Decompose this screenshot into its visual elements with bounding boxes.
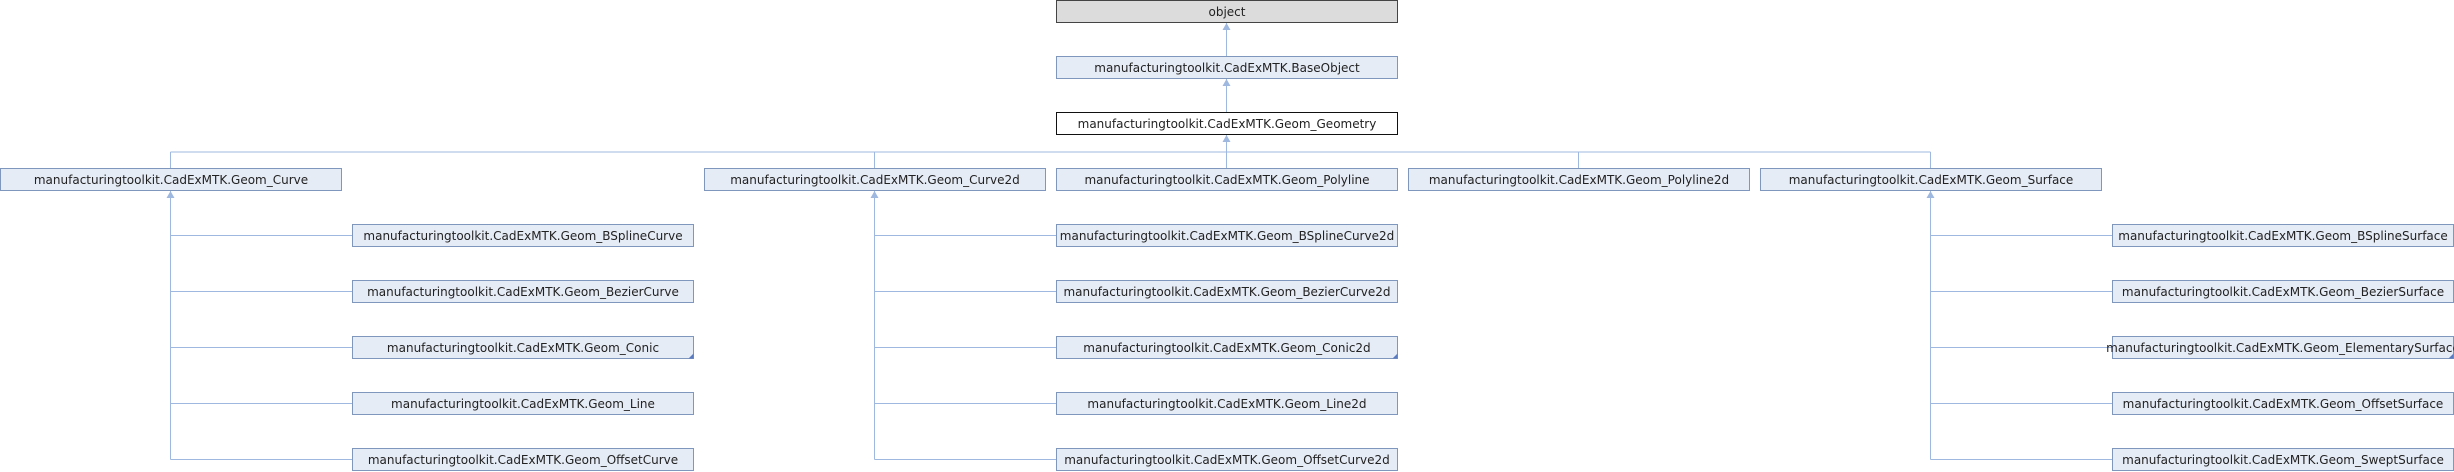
more-subclasses-marker <box>2448 353 2454 359</box>
class-node-geom-polyline2d[interactable]: manufacturingtoolkit.CadExMTK.Geom_Polyl… <box>1408 168 1750 191</box>
class-node-label: manufacturingtoolkit.CadExMTK.Geom_BSpli… <box>363 229 682 243</box>
class-node-geom-sweptsurface[interactable]: manufacturingtoolkit.CadExMTK.Geom_Swept… <box>2112 448 2454 471</box>
class-node-label: manufacturingtoolkit.CadExMTK.Geom_Conic <box>387 341 659 355</box>
class-node-box <box>1760 168 2102 191</box>
class-node-box <box>0 168 342 191</box>
class-node-label: manufacturingtoolkit.CadExMTK.Geom_Geome… <box>1078 117 1377 131</box>
class-node-geom-elementarysurface[interactable]: manufacturingtoolkit.CadExMTK.Geom_Eleme… <box>2106 336 2454 359</box>
class-node-label: manufacturingtoolkit.CadExMTK.Geom_Polyl… <box>1429 173 1729 187</box>
class-node-label: manufacturingtoolkit.CadExMTK.Geom_Eleme… <box>2106 341 2454 355</box>
class-node-label: manufacturingtoolkit.CadExMTK.Geom_BSpli… <box>2118 229 2448 243</box>
more-subclasses-marker <box>688 353 694 359</box>
class-node-box <box>1056 448 1398 471</box>
class-node-geom-bsplinecurve2d[interactable]: manufacturingtoolkit.CadExMTK.Geom_BSpli… <box>1056 224 1398 247</box>
class-node-geom-beziercurve[interactable]: manufacturingtoolkit.CadExMTK.Geom_Bezie… <box>352 280 694 303</box>
class-node-base-object[interactable]: manufacturingtoolkit.CadExMTK.BaseObject <box>1056 56 1398 79</box>
class-node-geom-surface[interactable]: manufacturingtoolkit.CadExMTK.Geom_Surfa… <box>1760 168 2102 191</box>
class-node-box <box>1056 0 1398 23</box>
edge-arrow-geom_curve2d <box>870 191 879 198</box>
class-node-geom-offsetsurface[interactable]: manufacturingtoolkit.CadExMTK.Geom_Offse… <box>2112 392 2454 415</box>
class-node-box <box>1056 112 1398 135</box>
class-node-label: manufacturingtoolkit.CadExMTK.BaseObject <box>1094 61 1360 75</box>
class-node-label: manufacturingtoolkit.CadExMTK.Geom_BSpli… <box>1060 229 1394 243</box>
class-node-label: manufacturingtoolkit.CadExMTK.Geom_Line <box>391 397 655 411</box>
class-node-object[interactable]: object <box>1056 0 1398 23</box>
class-node-geom-conic[interactable]: manufacturingtoolkit.CadExMTK.Geom_Conic <box>352 336 694 359</box>
class-node-box <box>1056 392 1398 415</box>
class-node-geom-geometry[interactable]: manufacturingtoolkit.CadExMTK.Geom_Geome… <box>1056 112 1398 135</box>
class-node-label: manufacturingtoolkit.CadExMTK.Geom_Bezie… <box>1063 285 1390 299</box>
class-node-box <box>1408 168 1750 191</box>
class-node-box <box>1056 168 1398 191</box>
class-node-box <box>352 336 694 359</box>
class-node-geom-offsetcurve2d[interactable]: manufacturingtoolkit.CadExMTK.Geom_Offse… <box>1056 448 1398 471</box>
class-node-geom-curve[interactable]: manufacturingtoolkit.CadExMTK.Geom_Curve <box>0 168 342 191</box>
class-node-geom-polyline[interactable]: manufacturingtoolkit.CadExMTK.Geom_Polyl… <box>1056 168 1398 191</box>
class-node-label: object <box>1209 5 1246 19</box>
class-node-geom-conic2d[interactable]: manufacturingtoolkit.CadExMTK.Geom_Conic… <box>1056 336 1398 359</box>
class-node-box <box>352 392 694 415</box>
class-node-label: manufacturingtoolkit.CadExMTK.Geom_Bezie… <box>2122 285 2444 299</box>
more-subclasses-marker <box>1392 353 1398 359</box>
class-node-box <box>352 224 694 247</box>
class-node-label: manufacturingtoolkit.CadExMTK.Geom_Bezie… <box>367 285 679 299</box>
edge-arrow-geometry <box>1222 135 1231 142</box>
class-node-geom-bsplinecurve[interactable]: manufacturingtoolkit.CadExMTK.Geom_BSpli… <box>352 224 694 247</box>
inheritance-edges <box>166 23 2112 460</box>
class-node-box <box>1056 56 1398 79</box>
class-node-geom-offsetcurve[interactable]: manufacturingtoolkit.CadExMTK.Geom_Offse… <box>352 448 694 471</box>
class-node-box <box>1056 280 1398 303</box>
class-node-label: manufacturingtoolkit.CadExMTK.Geom_Offse… <box>1064 453 1390 467</box>
class-node-geom-line2d[interactable]: manufacturingtoolkit.CadExMTK.Geom_Line2… <box>1056 392 1398 415</box>
class-node-box <box>352 280 694 303</box>
class-node-box <box>704 168 1046 191</box>
class-node-label: manufacturingtoolkit.CadExMTK.Geom_Line2… <box>1087 397 1366 411</box>
class-node-label: manufacturingtoolkit.CadExMTK.Geom_Swept… <box>2122 453 2444 467</box>
edge-arrow-base-object <box>1222 79 1231 86</box>
class-node-geom-beziersurface[interactable]: manufacturingtoolkit.CadExMTK.Geom_Bezie… <box>2112 280 2454 303</box>
class-node-geom-bsplinesurface[interactable]: manufacturingtoolkit.CadExMTK.Geom_BSpli… <box>2112 224 2454 247</box>
class-node-label: manufacturingtoolkit.CadExMTK.Geom_Curve… <box>730 173 1020 187</box>
class-node-label: manufacturingtoolkit.CadExMTK.Geom_Conic… <box>1083 341 1370 355</box>
class-node-label: manufacturingtoolkit.CadExMTK.Geom_Curve <box>34 173 308 187</box>
class-node-geom-beziercurve2d[interactable]: manufacturingtoolkit.CadExMTK.Geom_Bezie… <box>1056 280 1398 303</box>
class-node-box <box>1056 224 1398 247</box>
class-node-geom-curve2d[interactable]: manufacturingtoolkit.CadExMTK.Geom_Curve… <box>704 168 1046 191</box>
edge-arrow-geom_curve <box>166 191 175 198</box>
class-node-label: manufacturingtoolkit.CadExMTK.Geom_Offse… <box>368 453 678 467</box>
class-node-label: manufacturingtoolkit.CadExMTK.Geom_Polyl… <box>1084 173 1369 187</box>
class-node-box <box>1056 336 1398 359</box>
class-node-label: manufacturingtoolkit.CadExMTK.Geom_Surfa… <box>1789 173 2074 187</box>
class-node-geom-line[interactable]: manufacturingtoolkit.CadExMTK.Geom_Line <box>352 392 694 415</box>
edge-arrow-object <box>1222 23 1231 30</box>
class-node-label: manufacturingtoolkit.CadExMTK.Geom_Offse… <box>2123 397 2444 411</box>
class-node-box <box>352 448 694 471</box>
edge-arrow-geom_surface <box>1926 191 1935 198</box>
